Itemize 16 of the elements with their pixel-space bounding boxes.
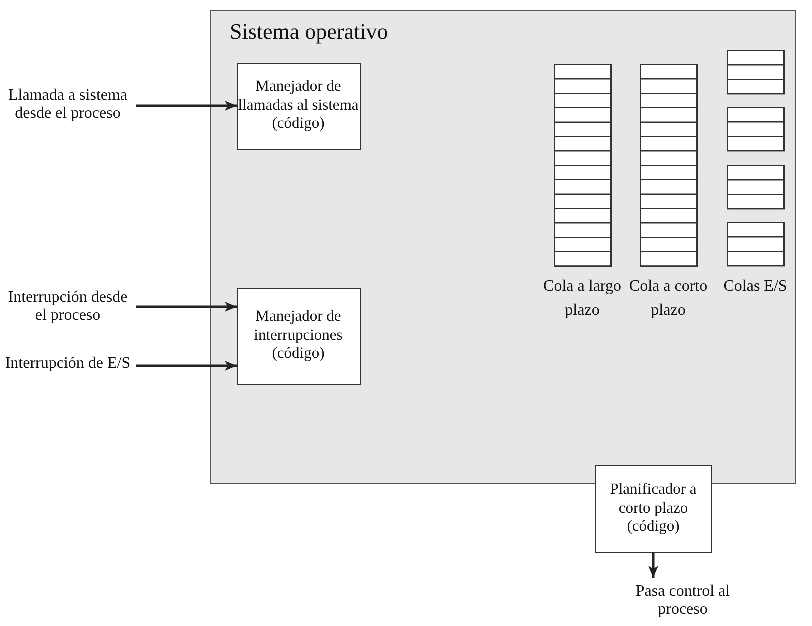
queue-label: Cola a corto plazo	[628, 277, 708, 322]
process-box: Manejador de llamadas al sistema (código)	[236, 62, 360, 150]
arrow	[136, 101, 237, 111]
process-box: Manejador de interrupciones (código)	[236, 288, 360, 384]
input-label: Pasa control al proceso	[634, 583, 732, 619]
queue-label: Colas E/S	[722, 276, 788, 297]
process-box: Planificador a corto plazo (código)	[595, 465, 712, 553]
input-label: Interrupción desde el proceso	[7, 289, 129, 325]
panel-title: Sistema operativo	[230, 19, 388, 45]
arrow	[648, 553, 658, 578]
input-label: Interrupción de E/S	[5, 355, 131, 373]
input-label: Llamada a sistema desde el proceso	[7, 87, 129, 123]
queue-label: Cola a largo plazo	[542, 277, 622, 322]
system-panel	[210, 10, 796, 484]
arrow	[136, 302, 237, 312]
arrow	[136, 361, 237, 371]
